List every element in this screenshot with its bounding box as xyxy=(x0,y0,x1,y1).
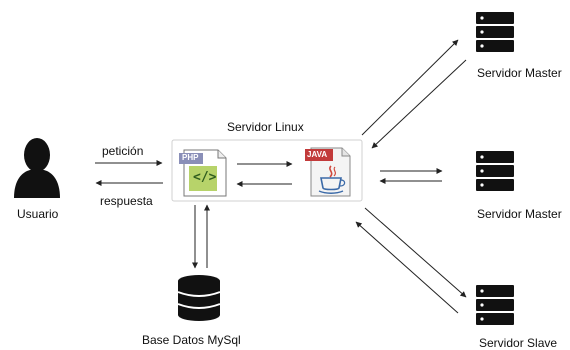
linux-to-slave-arrow xyxy=(364,207,467,298)
servidor-linux-label: Servidor Linux xyxy=(227,120,304,134)
servidor-master-label: Servidor Master xyxy=(477,207,562,221)
slave-to-linux-arrow xyxy=(355,221,459,314)
php-code-text: </> xyxy=(193,170,217,185)
respuesta-label: respuesta xyxy=(100,194,153,208)
server-icon xyxy=(476,151,514,191)
database-icon xyxy=(177,275,221,321)
user-icon xyxy=(14,138,60,198)
server-icon xyxy=(476,12,514,52)
linux-to-master1-arrow xyxy=(361,39,459,136)
usuario-label: Usuario xyxy=(17,207,59,221)
java-file-icon xyxy=(305,147,351,197)
server-icon xyxy=(476,285,514,325)
master1-to-linux-arrow xyxy=(371,59,467,149)
peticion-label: petición xyxy=(102,144,144,158)
php-file-icon xyxy=(179,149,227,197)
php-badge-text: PHP xyxy=(182,153,199,162)
base-datos-label: Base Datos MySql xyxy=(142,333,241,347)
servidor-slave-label: Servidor Slave xyxy=(479,336,558,350)
java-badge-text: JAVA xyxy=(307,150,328,159)
servidor-master-label: Servidor Master xyxy=(477,66,562,80)
